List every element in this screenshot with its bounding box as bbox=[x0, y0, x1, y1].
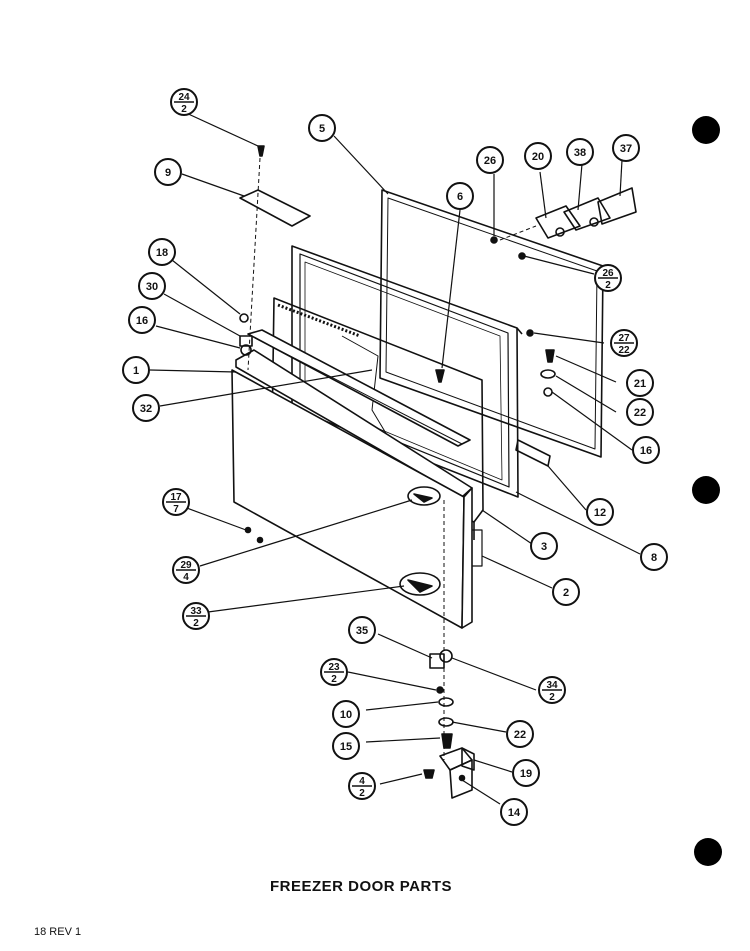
binder-hole-bottom bbox=[694, 838, 722, 866]
callout-number: 1 bbox=[133, 365, 139, 377]
callout-number: 29 bbox=[180, 560, 192, 571]
callout-number: 4 bbox=[359, 776, 365, 787]
callout-c4-2: 42 bbox=[348, 772, 376, 800]
washer-16a bbox=[240, 344, 252, 356]
callout-c16b: 16 bbox=[632, 436, 660, 464]
callout-c33-2: 332 bbox=[182, 602, 210, 630]
callout-number: 33 bbox=[190, 606, 202, 617]
callout-number: 2 bbox=[563, 587, 569, 599]
callout-c34-2: 342 bbox=[538, 676, 566, 704]
callout-number: 12 bbox=[594, 507, 606, 519]
callout-number: 22 bbox=[634, 407, 646, 419]
callout-c17-7: 177 bbox=[162, 488, 190, 516]
callout-c16a: 16 bbox=[128, 306, 156, 334]
callout-number: 24 bbox=[178, 92, 190, 103]
callout-c9: 9 bbox=[154, 158, 182, 186]
callout-c35: 35 bbox=[348, 616, 376, 644]
callout-c20: 20 bbox=[524, 142, 552, 170]
callout-c23-2: 232 bbox=[320, 658, 348, 686]
callout-number: 14 bbox=[508, 807, 521, 819]
callout-quantity: 2 bbox=[181, 104, 187, 115]
handle-detail bbox=[399, 486, 441, 596]
callout-number: 5 bbox=[319, 123, 325, 135]
callout-number: 15 bbox=[340, 741, 352, 753]
callout-c24-2: 242 bbox=[170, 88, 198, 116]
callout-number: 26 bbox=[602, 268, 614, 279]
outer-door-panel bbox=[231, 329, 473, 629]
callout-number: 23 bbox=[328, 662, 340, 673]
callout-c3: 3 bbox=[530, 532, 558, 560]
callout-number: 32 bbox=[140, 403, 152, 415]
callout-c22a: 22 bbox=[626, 398, 654, 426]
callout-c2: 2 bbox=[552, 578, 580, 606]
callout-number: 8 bbox=[651, 552, 657, 564]
callout-number: 30 bbox=[146, 281, 158, 293]
callout-quantity: 2 bbox=[359, 788, 365, 799]
callout-c8: 8 bbox=[640, 543, 668, 571]
callout-number: 3 bbox=[541, 541, 547, 553]
callout-number: 27 bbox=[618, 333, 630, 344]
callout-c18: 18 bbox=[148, 238, 176, 266]
callout-number: 38 bbox=[574, 147, 586, 159]
callout-c14: 14 bbox=[500, 798, 528, 826]
callout-c37: 37 bbox=[612, 134, 640, 162]
callout-number: 16 bbox=[136, 315, 148, 327]
callout-quantity: 7 bbox=[173, 504, 179, 515]
callout-quantity: 22 bbox=[618, 345, 630, 356]
callout-c10: 10 bbox=[332, 700, 360, 728]
callout-c26: 26 bbox=[476, 146, 504, 174]
callout-c26-2: 262 bbox=[594, 264, 622, 292]
callout-number: 16 bbox=[640, 445, 652, 457]
bushing-34 bbox=[439, 649, 453, 663]
callout-c21: 21 bbox=[626, 369, 654, 397]
callout-number: 19 bbox=[520, 768, 532, 780]
spacer-30 bbox=[239, 335, 253, 347]
bushing-18 bbox=[239, 313, 249, 323]
callout-number: 34 bbox=[546, 680, 558, 691]
callout-number: 35 bbox=[356, 625, 368, 637]
callout-c6: 6 bbox=[446, 182, 474, 210]
callout-c38: 38 bbox=[566, 138, 594, 166]
screw-24 bbox=[257, 145, 265, 157]
diagram-title: FREEZER DOOR PARTS bbox=[269, 878, 453, 895]
top-hinge-plate bbox=[239, 189, 311, 227]
binder-hole-middle bbox=[692, 476, 720, 504]
callout-number: 17 bbox=[170, 492, 182, 503]
callout-number: 37 bbox=[620, 143, 632, 155]
callout-number: 9 bbox=[165, 167, 171, 179]
leader-lines bbox=[149, 111, 641, 805]
callout-number: 20 bbox=[532, 151, 544, 163]
callout-quantity: 4 bbox=[183, 572, 189, 583]
callout-quantity: 2 bbox=[193, 618, 199, 629]
screw-6 bbox=[435, 369, 445, 383]
binder-hole-top bbox=[692, 116, 720, 144]
callout-c22b: 22 bbox=[506, 720, 534, 748]
callout-number: 6 bbox=[457, 191, 463, 203]
callout-quantity: 2 bbox=[549, 692, 555, 703]
callout-number: 26 bbox=[484, 155, 496, 167]
door-gasket bbox=[379, 189, 604, 458]
callout-c1: 1 bbox=[122, 356, 150, 384]
callout-number: 21 bbox=[634, 378, 646, 390]
callout-quantity: 2 bbox=[605, 280, 611, 291]
callout-c29-4: 294 bbox=[172, 556, 200, 584]
callout-c5: 5 bbox=[308, 114, 336, 142]
callout-number: 18 bbox=[156, 247, 168, 259]
callout-c30: 30 bbox=[138, 272, 166, 300]
page-footer: 18 REV 1 bbox=[34, 926, 82, 938]
callout-c15: 15 bbox=[332, 732, 360, 760]
handle-bracket bbox=[499, 187, 637, 241]
callout-number: 10 bbox=[340, 709, 352, 721]
strip-12 bbox=[515, 439, 551, 467]
callout-number: 22 bbox=[514, 729, 526, 741]
callout-quantity: 2 bbox=[331, 674, 337, 685]
callout-c32: 32 bbox=[132, 394, 160, 422]
bottom-hinge-bracket bbox=[439, 747, 475, 799]
callout-c19: 19 bbox=[512, 759, 540, 787]
callout-c12: 12 bbox=[586, 498, 614, 526]
